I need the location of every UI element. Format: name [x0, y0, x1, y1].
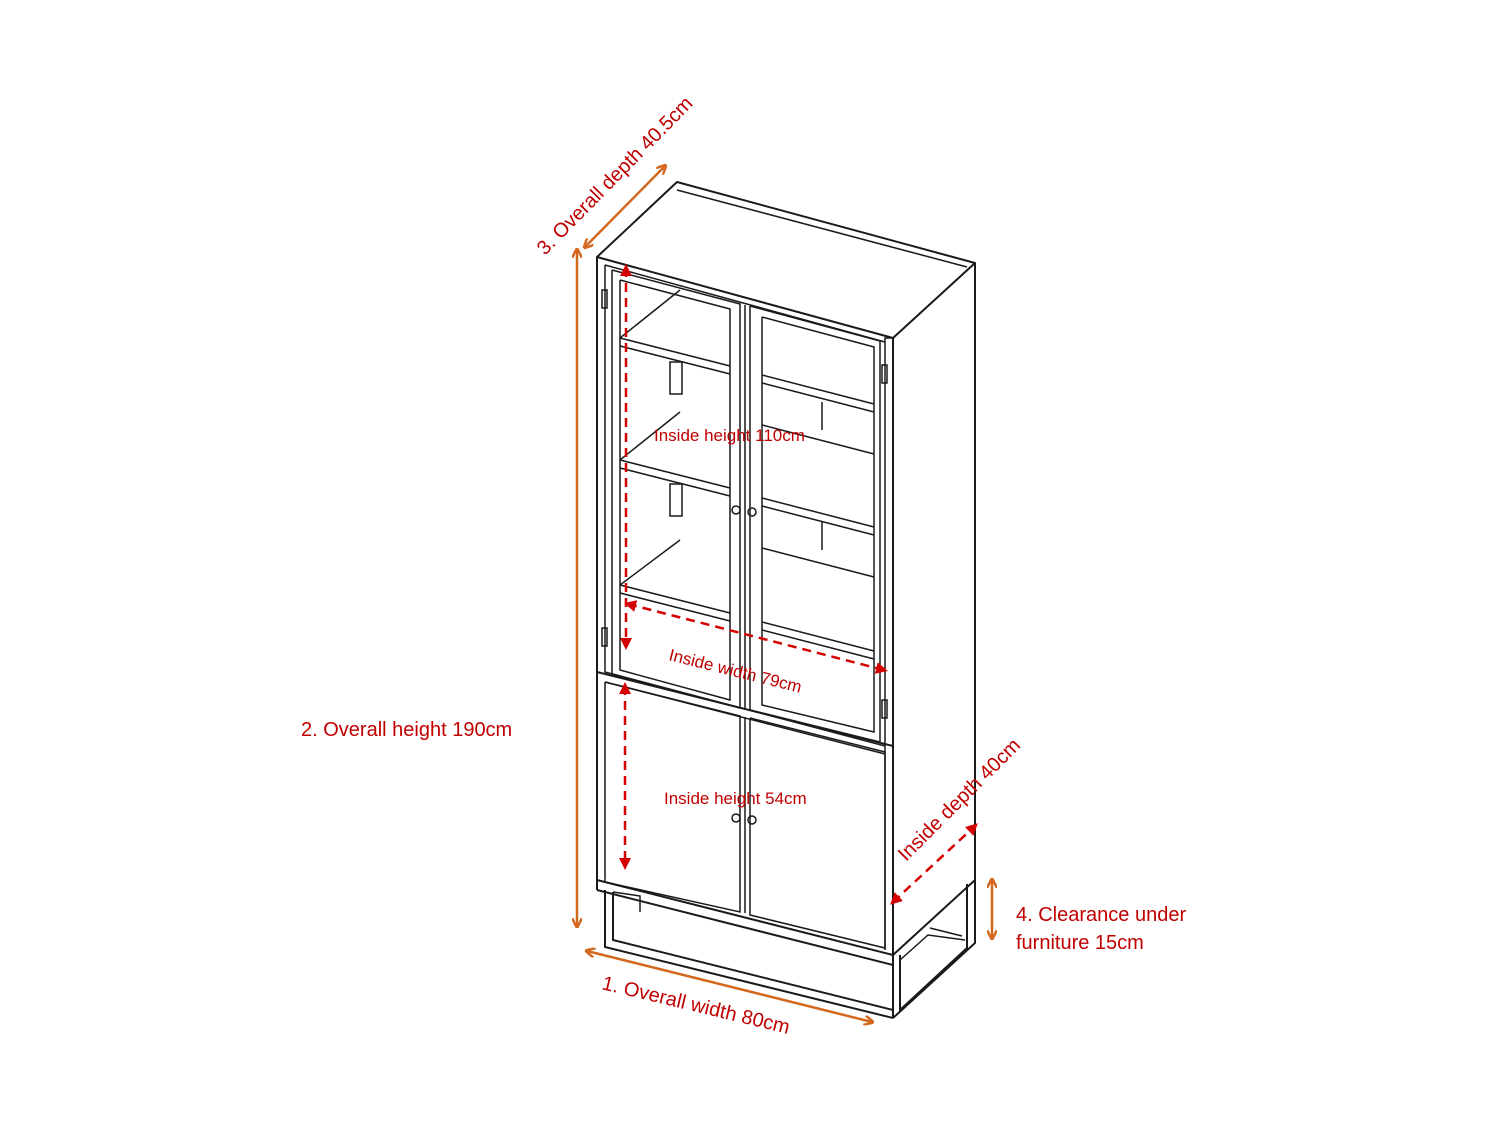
glass-door-right — [749, 305, 881, 743]
inside-height-top-label: Inside height 110cm — [654, 426, 805, 445]
overall-width-label: 1. Overall width 80cm — [600, 972, 792, 1038]
clearance-label-line2: furniture 15cm — [1016, 932, 1144, 954]
upper-door-knob-right — [747, 507, 757, 517]
lower-door-knob-right — [747, 815, 757, 825]
cabinet-drawing — [596, 181, 976, 1019]
inside-depth-arrow — [890, 823, 978, 905]
dimension-labels: 3. Overall depth 40.5cm 2. Overall heigh… — [301, 93, 1186, 1039]
upper-door-knob-left — [731, 505, 741, 515]
lower-door-knob-left — [731, 813, 741, 823]
lower-door-right — [749, 717, 886, 949]
clearance-label-line1: 4. Clearance under — [1016, 904, 1186, 926]
inside-depth-label: Inside depth 40cm — [894, 734, 1025, 865]
cabinet-top-edge — [676, 189, 968, 268]
cabinet-front-outline — [596, 257, 894, 956]
inside-width-arrow — [624, 600, 888, 674]
inside-dimension-arrows — [619, 264, 978, 905]
glass-door-left — [611, 269, 741, 709]
overall-height-label: 2. Overall height 190cm — [301, 719, 512, 741]
overall-depth-arrow — [585, 166, 665, 247]
overall-depth-label: 3. Overall depth 40.5cm — [533, 93, 698, 260]
shelves — [619, 289, 875, 660]
overall-width-arrow — [587, 951, 872, 1022]
overall-dimension-arrows — [577, 166, 992, 1022]
inside-height-bottom-label: Inside height 54cm — [664, 789, 807, 808]
lower-door-left — [604, 681, 741, 913]
